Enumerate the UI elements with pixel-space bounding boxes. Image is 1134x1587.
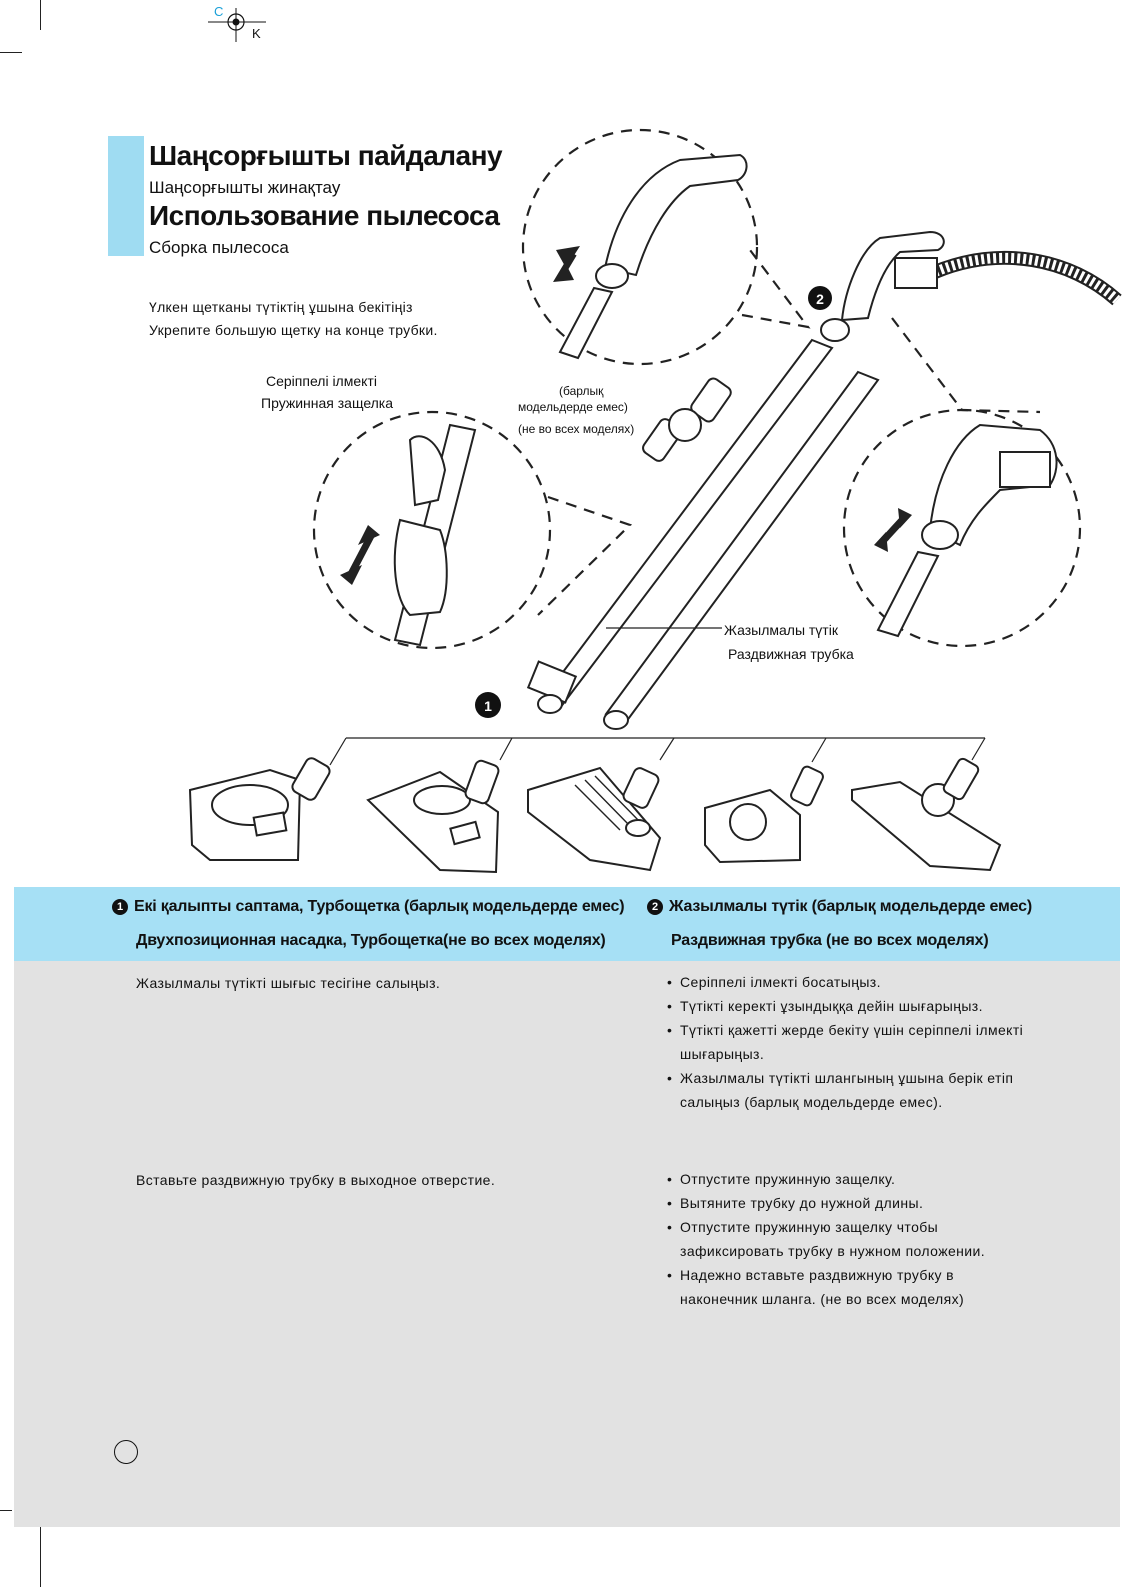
- list-item: Жазылмалы түтікті шлангының ұшына берік …: [667, 1066, 1027, 1114]
- section-1-title-ru: Двухпозиционная насадка, Турбощетка(не в…: [136, 932, 606, 949]
- detail-circle-latch: [312, 410, 552, 650]
- list-item: Түтікті керекті ұзындыққа дейін шығарыңы…: [667, 994, 1027, 1018]
- crop-mark-top-horizontal: [0, 52, 22, 53]
- spring-latch-label-kz: Серіппелі ілмекті: [266, 373, 377, 389]
- section-2-title-ru: Раздвижная трубка (не во всех моделях): [671, 932, 989, 949]
- registration-crosshair-icon: [208, 8, 266, 42]
- section-2-steps-ru: Отпустите пружинную защелку. Вытяните тр…: [667, 1167, 1027, 1311]
- intro-ru: Укрепите большую щетку на конце трубки.: [149, 322, 438, 338]
- assembly-illustration: 2 1: [188, 128, 1122, 874]
- not-all-models-kz-1: (барлық: [559, 384, 604, 398]
- section-1-instruction-ru: Вставьте раздвижную трубку в выходное от…: [136, 1172, 496, 1188]
- section-header-band: [14, 887, 1120, 961]
- crop-mark-bottom-horizontal: [0, 1510, 12, 1511]
- not-all-models-ru: (не во всех моделях): [518, 422, 635, 436]
- tube-label-kz: Жазылмалы түтік: [724, 622, 838, 638]
- registration-mark: C K: [208, 2, 268, 44]
- crop-mark-bottom-vertical: [40, 1527, 41, 1587]
- detail-circle-handle: [521, 128, 759, 366]
- registration-c: C: [214, 4, 224, 19]
- list-item: Надежно вставьте раздвижную трубку в нак…: [667, 1263, 1027, 1311]
- section-2-number-icon: 2: [647, 899, 663, 915]
- list-item: Отпустите пружинную защелку.: [667, 1167, 1027, 1191]
- header-accent-bar: [108, 136, 144, 256]
- page-title-ru: Использование пылесоса: [149, 200, 500, 231]
- page-title-kz: Шаңсорғышты пайдалану: [149, 140, 503, 171]
- section-2-steps-kz: Серіппелі ілмекті босатыңыз. Түтікті кер…: [667, 970, 1027, 1114]
- marker-2-label: 2: [816, 291, 824, 307]
- registration-k: K: [252, 26, 261, 41]
- crop-mark-top-vertical: [40, 0, 41, 30]
- section-1-instruction-kz: Жазылмалы түтікті шығыс тесігіне салыңыз…: [136, 975, 441, 991]
- nozzle-two-position-2: [366, 759, 500, 874]
- nozzle-parquet: [851, 757, 1002, 872]
- page-subtitle-ru: Сборка пылесоса: [149, 238, 289, 257]
- page-subtitle-kz: Шаңсорғышты жинақтау: [149, 178, 341, 197]
- list-item: Вытяните трубку до нужной длины.: [667, 1191, 1027, 1215]
- nozzle-standard: [527, 766, 662, 872]
- spring-latch-label-ru: Пружинная защелка: [261, 395, 394, 411]
- tube-label-ru: Раздвижная трубка: [728, 646, 854, 662]
- list-item: Серіппелі ілмекті босатыңыз.: [667, 970, 1027, 994]
- nozzle-turbo-brush: [704, 765, 824, 864]
- section-1-number-icon: 1: [112, 899, 128, 915]
- intro-kz: Үлкен щетканы түтіктің ұшына бекітіңіз: [149, 299, 413, 315]
- list-item: Түтікті қажетті жерде бекіту үшін серіпп…: [667, 1018, 1027, 1066]
- marker-2-icon: [808, 286, 832, 310]
- not-all-models-kz-2: модельдерде емес): [518, 400, 628, 414]
- list-item: Отпустите пружинную защелку чтобы зафикс…: [667, 1215, 1027, 1263]
- marker-1-label: 1: [484, 698, 492, 714]
- marker-1-icon: [475, 692, 501, 718]
- nozzle-two-position-1: [188, 757, 331, 861]
- page-number-circle: [114, 1440, 138, 1464]
